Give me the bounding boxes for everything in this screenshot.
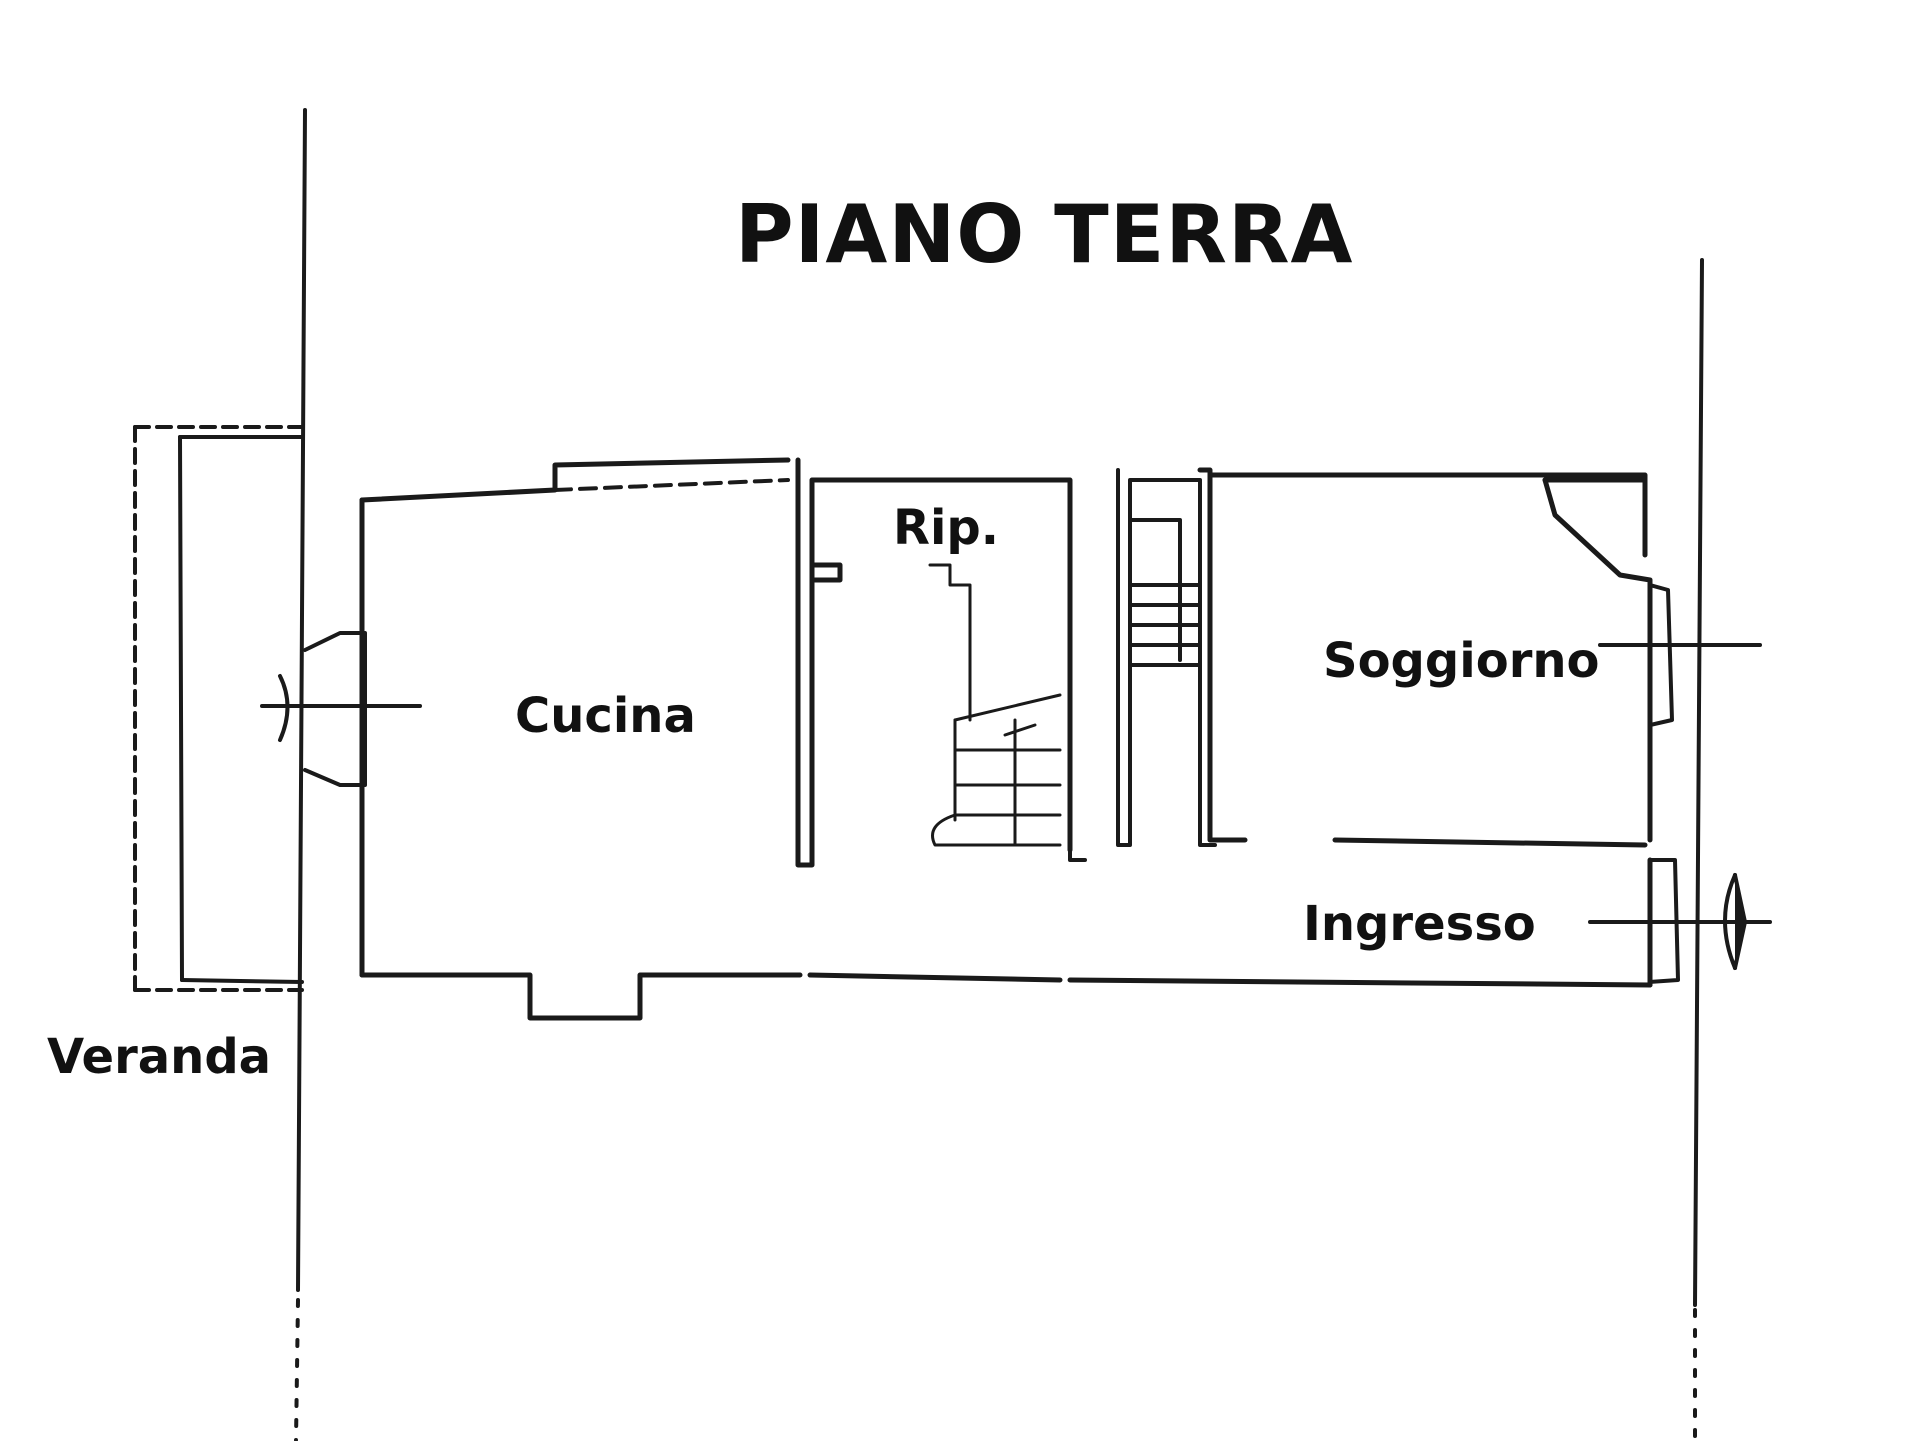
- page-title: PIANO TERRA: [735, 188, 1354, 281]
- soggiorno-window-symbol: [1598, 583, 1762, 727]
- room-label-ingresso: Ingresso: [1303, 896, 1536, 952]
- ingresso-door-symbol: [1588, 858, 1772, 984]
- left-boundary-dashed: [294, 1298, 300, 1441]
- veranda-door-symbol: [260, 631, 422, 787]
- room-label-soggiorno: Soggiorno: [1323, 633, 1600, 689]
- right-boundary-line: [1693, 258, 1704, 1307]
- room-label-veranda: Veranda: [47, 1029, 272, 1085]
- room-label-ripostiglio: Rip.: [893, 500, 1000, 556]
- soggiorno-walls: [1197, 467, 1653, 848]
- left-boundary-line: [296, 108, 307, 1292]
- room-label-cucina: Cucina: [515, 688, 696, 744]
- central-stair: [1068, 468, 1217, 862]
- veranda-outline: [133, 425, 304, 992]
- ripostiglio-stair: [928, 563, 1062, 847]
- kitchen-partition-wall: [795, 457, 1073, 868]
- kitchen-top-dashed: [553, 478, 790, 492]
